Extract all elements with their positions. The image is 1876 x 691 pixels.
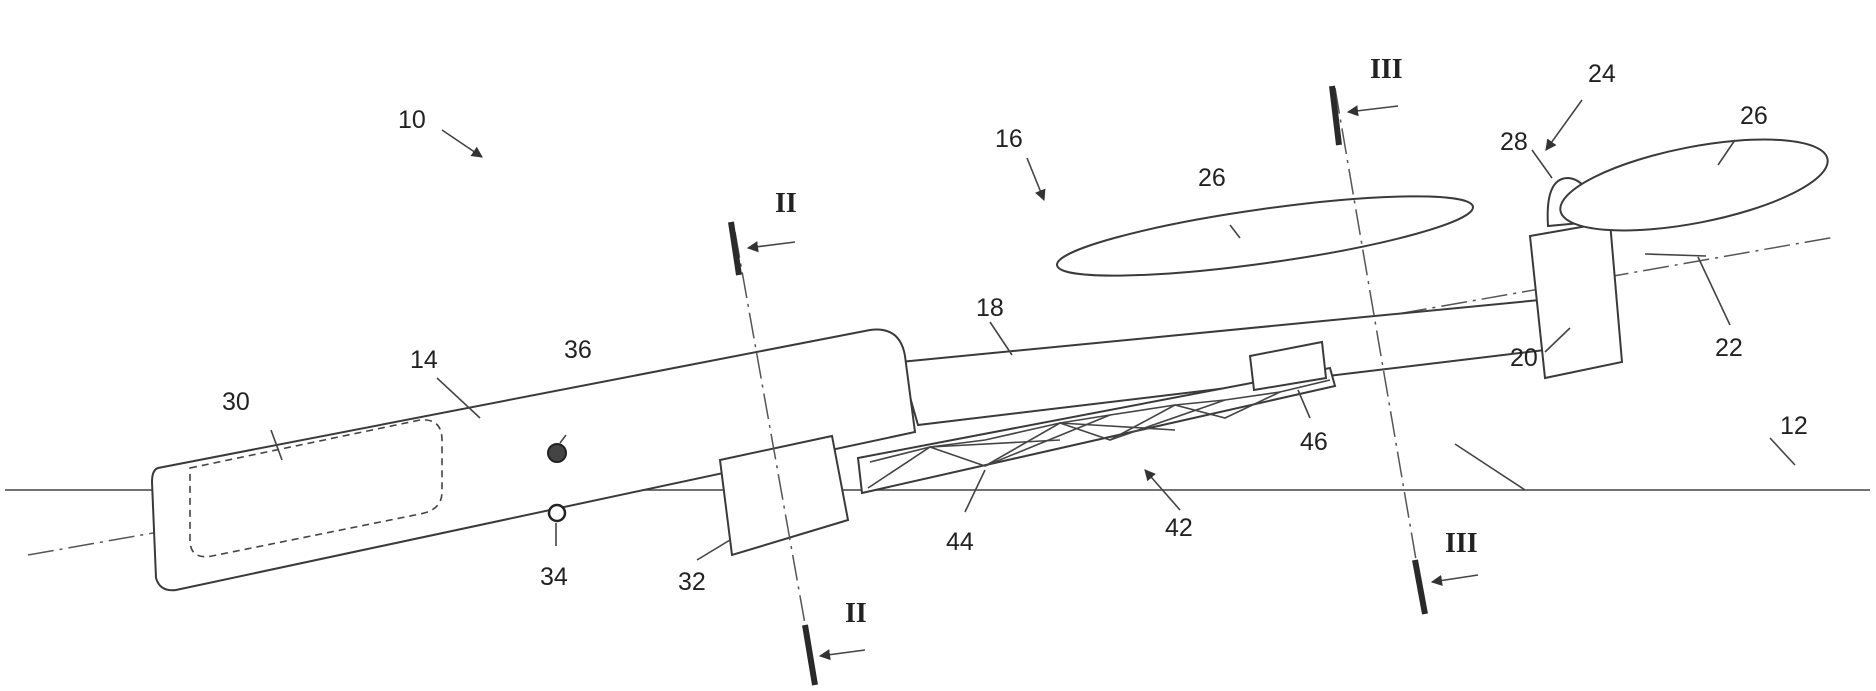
label-10: 10 — [398, 106, 426, 134]
label-30: 30 — [222, 388, 250, 416]
label-12: 12 — [1780, 412, 1808, 440]
label-26a: 26 — [1198, 164, 1226, 192]
label-20: 20 — [1510, 344, 1538, 372]
label-18: 18 — [976, 294, 1004, 322]
label-44: 44 — [946, 528, 974, 556]
label-36: 36 — [564, 336, 592, 364]
section-ii-bottom-label: II — [845, 598, 867, 629]
marker-36 — [548, 444, 566, 462]
label-42: 42 — [1165, 514, 1193, 542]
arrow-24 — [1546, 100, 1582, 150]
label-26b: 26 — [1740, 102, 1768, 130]
label-28: 28 — [1500, 128, 1528, 156]
rotor-blade-left — [1053, 180, 1476, 292]
label-14: 14 — [410, 346, 438, 374]
rotor-blade-right — [1553, 122, 1835, 249]
section-iii-top-label: III — [1370, 54, 1403, 85]
label-34: 34 — [540, 563, 568, 591]
arrow-10 — [442, 130, 482, 157]
label-24: 24 — [1588, 60, 1616, 88]
label-22: 22 — [1715, 334, 1743, 362]
section-iii-bottom-label: III — [1445, 528, 1478, 559]
arrow-16 — [1027, 158, 1044, 200]
label-46: 46 — [1300, 428, 1328, 456]
label-32: 32 — [678, 568, 706, 596]
section-ii-top-label: II — [775, 188, 797, 219]
label-16: 16 — [995, 125, 1023, 153]
marker-34 — [549, 505, 565, 521]
block-20 — [1530, 222, 1622, 378]
